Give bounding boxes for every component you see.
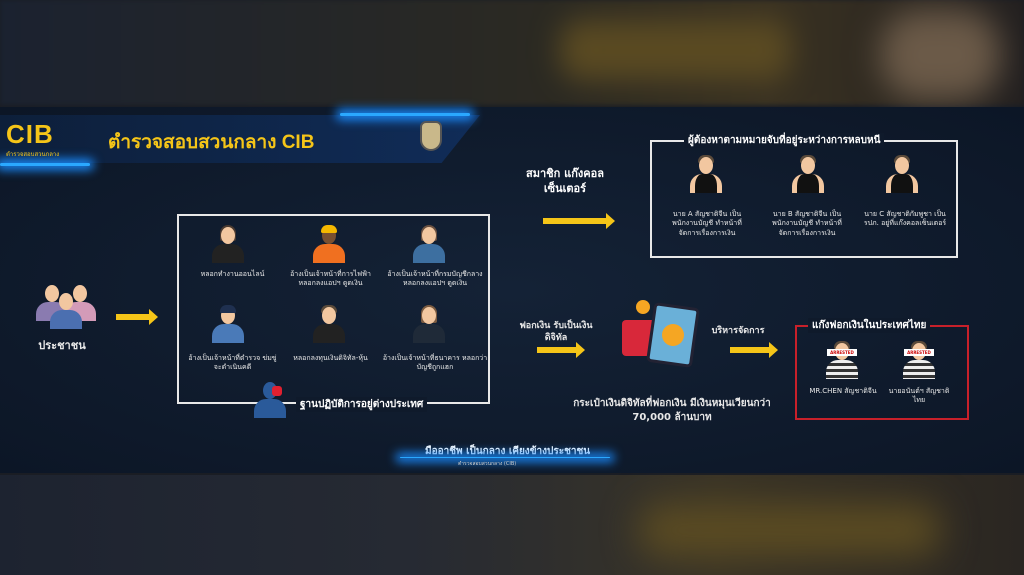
citizen-icon [48,293,84,329]
suspect-icon [688,155,724,193]
scam-text: อ้างเป็นเจ้าหน้าที่ธนาคาร หลอกว่าบัญชีถู… [382,354,488,372]
thai-gang-title: แก๊งฟอกเงินในประเทศไทย [808,318,931,333]
header-banner [0,115,480,163]
blurred-background-top [0,0,1024,105]
suspect-icon [884,155,920,193]
investor-icon [311,305,347,343]
wallet-caption: กระเป๋าเงินดิจิทัลที่ฟอกเงิน มีเงินหมุนเ… [573,398,771,423]
scam-text: อ้างเป็นเจ้าหน้าที่การไฟฟ้า หลอกลงแอปฯ ด… [290,270,371,288]
arrow-icon [543,213,615,229]
overseas-base-label: ฐานปฏิบัติการอยู่ต่างประเทศ [296,397,428,412]
scam-text: อ้างเป็นเจ้าหน้าที่ตำรวจ ข่มขู่จะดำเนินค… [188,354,277,372]
suspect-icon [790,155,826,193]
logo-subtitle: ตำรวจสอบสวนกลาง [6,151,60,158]
scam-text: หลอกลงทุนเงินดิจิทัล-หุ้น [293,354,368,362]
arrested-person-name: นายอนันต์ฯ สัญชาติไทย [888,387,950,405]
arrow-icon [116,309,158,325]
masked-scammer-icon [252,382,288,418]
footer-line [400,457,610,458]
citizens-label: ประชาชน [38,339,86,352]
scam-text: หลอกทำงานออนไลน์ [200,270,265,278]
wanted-title: ผู้ต้องหาตามหมายจับที่อยู่ระหว่างการหลบห… [684,133,885,148]
bank-officer-icon [411,305,447,343]
suspect-description: นาย A สัญชาติจีน เป็นพนักงานบัญชี ทำหน้า… [672,210,742,237]
coin-icon [636,300,650,314]
arrow-icon [537,342,585,358]
phone-icon [646,302,700,368]
arrested-person-icon: ARRESTED [901,341,937,379]
blurred-background-bottom [0,475,1024,575]
police-icon [210,305,246,343]
footer-sub: ตำรวจสอบสวนกลาง (CIB) [458,461,517,467]
police-badge-icon [420,121,442,151]
glow-line [340,113,470,116]
glow-line [0,163,90,166]
members-label: สมาชิก แก๊งคอลเซ็นเตอร์ [526,167,604,195]
arrested-person-icon: ARRESTED [824,341,860,379]
arrested-person-name: MR.CHEN สัญชาติจีน [809,387,877,395]
page-title: ตำรวจสอบสวนกลาง CIB [108,132,315,153]
cib-logo: CIB [6,119,54,149]
online-worker-icon [210,225,246,263]
electrician-icon [311,225,347,263]
suspect-description: นาย C สัญชาติกัมพูชา เป็น รปภ. อยู่ที่แก… [863,210,947,228]
infographic: CIB ตำรวจสอบสวนกลาง ตำรวจสอบสวนกลาง CIB … [0,107,1024,473]
scam-text: อ้างเป็นเจ้าหน้าที่กรมบัญชีกลาง หลอกลงแอ… [387,270,483,288]
suspect-description: นาย B สัญชาติจีน เป็นพนักงานบัญชี ทำหน้า… [772,210,842,237]
manage-label: บริหารจัดการ [711,326,765,336]
official-woman-icon [411,225,447,263]
laundering-label: ฟอกเงิน รับเป็นเงินดิจิทัล [519,321,593,344]
footer-slogan: มืออาชีพ เป็นกลาง เคียงข้างประชาชน [425,446,591,457]
arrow-icon [730,342,778,358]
